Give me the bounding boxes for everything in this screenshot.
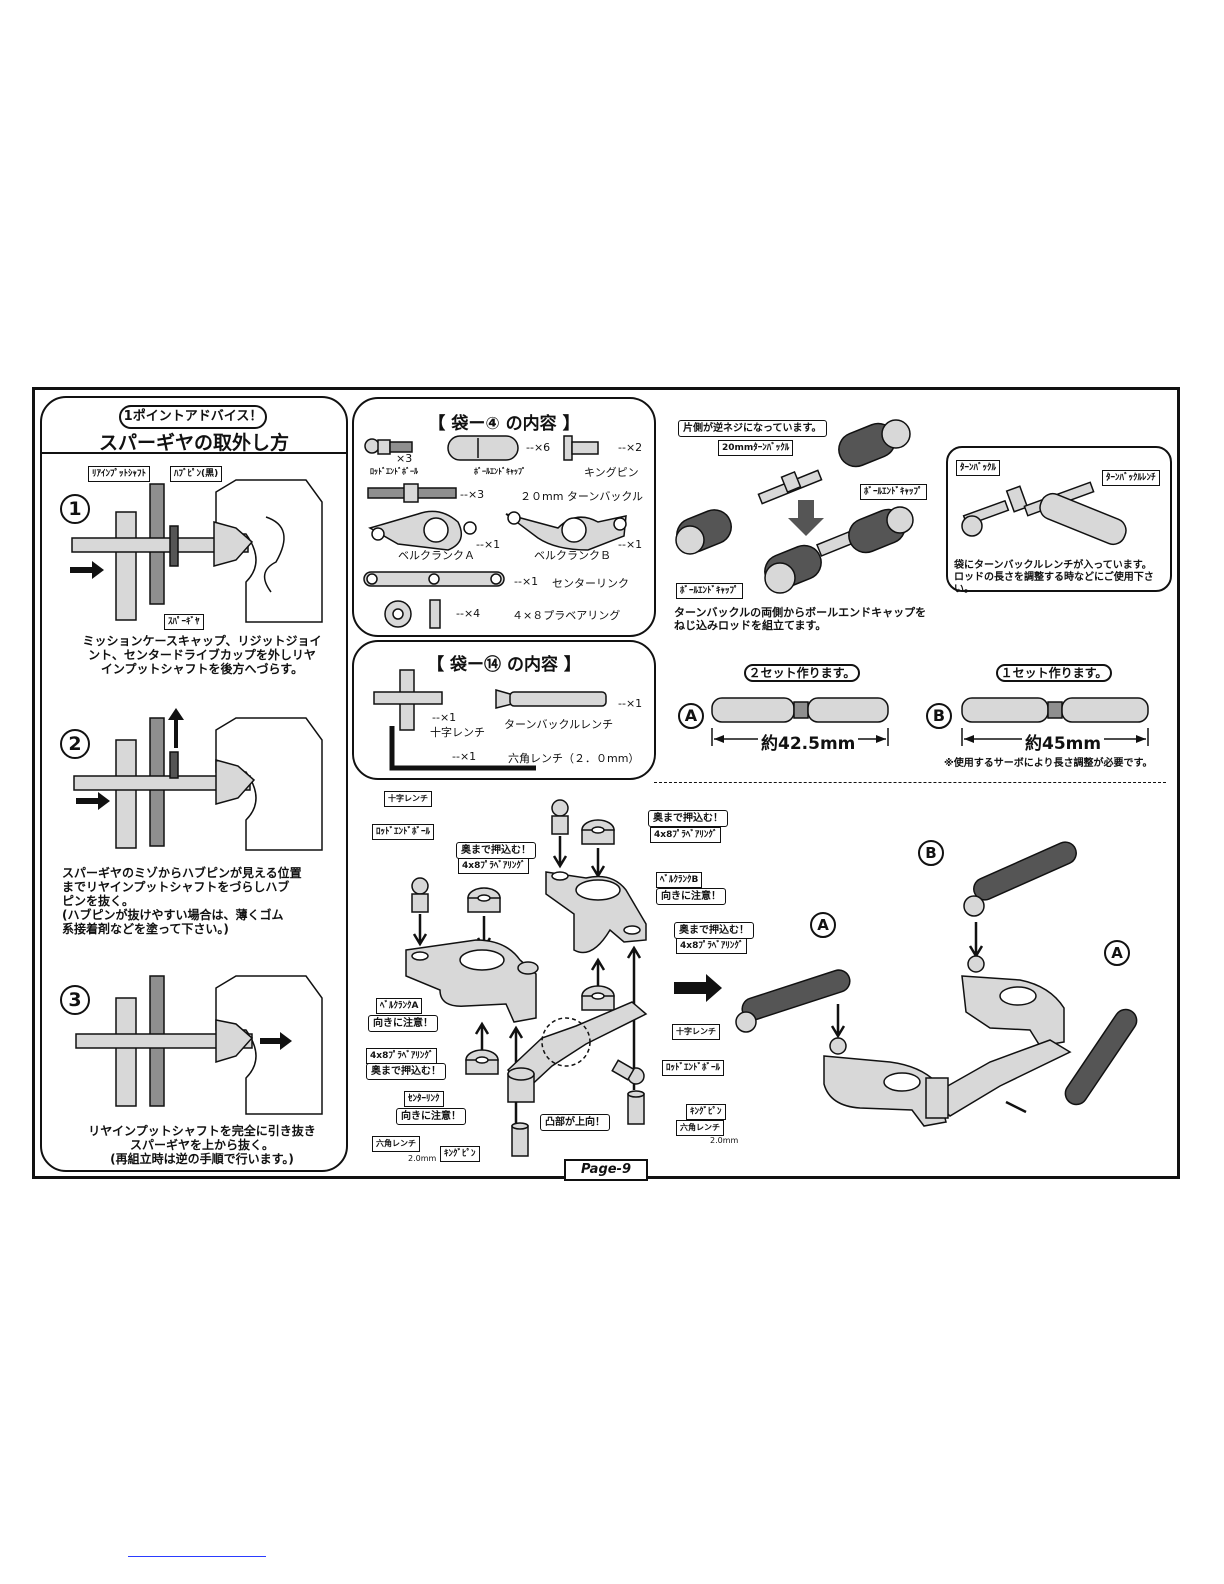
step-number: 2 xyxy=(60,729,90,759)
bag4-qty: --×6 xyxy=(526,441,551,454)
bag4-item-name: ２０mm ターンバックル xyxy=(520,490,644,503)
label-king-pin: ｷﾝｸﾞﾋﾟﾝ xyxy=(686,1104,726,1120)
bag4-qty: ×3 xyxy=(396,452,413,465)
bag4-qty: --×4 xyxy=(456,607,481,620)
bag4-item-name: ﾎﾞｰﾙｴﾝﾄﾞｷｬｯﾌﾟ xyxy=(474,467,526,476)
label-ball-end-cap: ﾎﾞｰﾙｴﾝﾄﾞｷｬｯﾌﾟ xyxy=(860,484,927,500)
page-number: Page-9 xyxy=(564,1159,648,1181)
rod-b-sets: １セット作ります。 xyxy=(996,664,1112,682)
step-text: スパーギヤのミゾからハブピンが見える位置 までリヤインプットシャフトをづらしハブ… xyxy=(62,866,302,936)
bag4-qty: --×1 xyxy=(618,538,643,551)
label-king-pin: ｷﾝｸﾞﾋﾟﾝ xyxy=(440,1146,480,1162)
advice-badge: 1ポイントアドバイス！ xyxy=(119,405,267,429)
label-hex-wrench: 六角レンチ xyxy=(372,1136,420,1152)
bag4-parts-illustration xyxy=(363,435,627,629)
label-bearing: 4x8ﾌﾟﾗﾍﾞｱﾘﾝｸﾞ xyxy=(366,1048,438,1064)
rod-a-marker: A xyxy=(1104,940,1130,966)
spur-gear-diagram-1 xyxy=(70,479,323,623)
step-number: 1 xyxy=(60,494,90,524)
bag14-panel xyxy=(352,640,656,780)
rod-b-marker: B xyxy=(918,840,944,866)
label-bellcrank-b: ﾍﾞﾙｸﾗﾝｸB xyxy=(656,872,703,888)
bag14-qty: --×1 xyxy=(618,697,643,710)
rod-b-illustration xyxy=(961,697,1149,746)
bellcrank-exploded-illustration xyxy=(405,799,722,1157)
label-cross-wrench: 十字レンチ xyxy=(384,791,432,807)
label-20mm-turnbuckle: 20mmﾀｰﾝﾊﾞｯｸﾙ xyxy=(718,440,794,456)
bag4-qty: --×2 xyxy=(618,441,643,454)
step-text: リヤインプットシャフトを完全に引き抜き スパーギヤを上から抜く。 (再組立時は逆… xyxy=(88,1124,316,1166)
label-push-in: 奥まで押込む！ xyxy=(648,810,728,827)
label-bearing: 4x8ﾌﾟﾗﾍﾞｱﾘﾝｸﾞ xyxy=(458,858,530,874)
label-hex-wrench: 六角レンチ xyxy=(676,1120,724,1136)
label-hex-size: 2.0mm xyxy=(408,1154,437,1163)
label-orientation: 向きに注意！ xyxy=(368,1015,438,1032)
label-convex-up: 凸部が上向！ xyxy=(540,1114,610,1131)
label-rod-end-ball: ﾛｯﾄﾞｴﾝﾄﾞﾎﾞｰﾙ xyxy=(372,824,435,840)
bag4-qty: --×3 xyxy=(460,488,485,501)
label-rod-end-ball: ﾛｯﾄﾞｴﾝﾄﾞﾎﾞｰﾙ xyxy=(662,1060,725,1076)
rod-a-letter: A xyxy=(678,703,704,729)
rod-length-note: ※使用するサーボにより長さ調整が必要です。 xyxy=(944,758,1153,769)
spur-gear-diagram-2 xyxy=(73,708,323,851)
turnbuckle-caption: ターンバックルの両側からボールエンドキャップを ねじ込みロッドを組立てます。 xyxy=(674,606,927,632)
bag14-qty: --×1 xyxy=(452,750,477,763)
bag4-item-name: ４×８プラベアリング xyxy=(512,609,621,622)
rod-a-illustration xyxy=(711,697,889,746)
turnbuckle-assembly-illustration xyxy=(675,419,914,594)
rod-b-letter: B xyxy=(926,703,952,729)
bag4-item-name: センターリンク xyxy=(552,577,629,590)
label-center-link: ｾﾝﾀｰﾘﾝｸ xyxy=(404,1091,444,1107)
bag14-item-name: 六角レンチ（２．０mm） xyxy=(508,752,640,765)
label-spur-gear: ｽﾊﾟｰｷﾞﾔ xyxy=(164,614,204,630)
label-ball-end-cap: ﾎﾞｰﾙｴﾝﾄﾞｷｬｯﾌﾟ xyxy=(676,583,743,599)
step-text: ミッションケースキャップ、リジットジョイ ント、センタードライブカップを外しリヤ… xyxy=(82,634,322,676)
bag14-item-name: ターンバックルレンチ xyxy=(504,718,614,731)
bag4-panel xyxy=(352,397,656,637)
bag4-qty: --×1 xyxy=(514,575,539,588)
label-push-in: 奥まで押込む！ xyxy=(366,1063,446,1080)
bag14-item-name: 十字レンチ xyxy=(430,726,485,739)
bag14-qty: --×1 xyxy=(432,711,457,724)
advice-panel xyxy=(40,396,348,1172)
wrench-tip-box xyxy=(946,446,1172,592)
label-rear-input-shaft: ﾘｱｲﾝﾌﾟｯﾄｼｬﾌﾄ xyxy=(88,466,151,482)
final-assembly-illustration xyxy=(735,841,1138,1127)
label-push-in: 奥まで押込む！ xyxy=(456,842,536,859)
spur-gear-diagram-3 xyxy=(75,975,323,1115)
bag4-item-name: ベルクランクＡ xyxy=(398,549,475,562)
bag4-item-name: ベルクランクＢ xyxy=(534,549,611,562)
rod-a-marker: A xyxy=(810,912,836,938)
label-hub-pin: ﾊﾌﾞﾋﾟﾝ(黒) xyxy=(170,466,223,482)
advice-divider xyxy=(41,452,347,454)
bag14-title: 【 袋ー⑭ の内容 】 xyxy=(427,655,581,675)
label-bellcrank-a: ﾍﾞﾙｸﾗﾝｸA xyxy=(376,998,423,1014)
footer-link-underline[interactable] xyxy=(128,1556,266,1557)
label-bearing: 4x8ﾌﾟﾗﾍﾞｱﾘﾝｸﾞ xyxy=(650,827,722,843)
bag4-title: 【 袋ー④ の内容 】 xyxy=(428,414,580,434)
label-hex-size: 2.0mm xyxy=(710,1136,739,1145)
label-turnbuckle-wrench: ﾀｰﾝﾊﾞｯｸﾙﾚﾝﾁ xyxy=(1102,470,1160,486)
bag4-item-name: ﾛｯﾄﾞｴﾝﾄﾞﾎﾞｰﾙ xyxy=(370,467,418,476)
step-number: 3 xyxy=(60,985,90,1015)
rod-a-length: 約42.5mm xyxy=(758,729,859,754)
label-orientation: 向きに注意！ xyxy=(396,1108,466,1125)
bag4-item-name: キングピン xyxy=(584,466,639,479)
wrench-tip-text: 袋にターンバックルレンチが入っています。 ロッドの長さを調整する時などにご使用下… xyxy=(954,560,1154,595)
label-cross-wrench: 十字レンチ xyxy=(672,1024,720,1040)
rod-b-length: 約45mm xyxy=(1022,729,1105,754)
advice-title: スパーギヤの取外し方 xyxy=(98,432,289,454)
section-divider xyxy=(654,782,1166,783)
bag14-tools-illustration xyxy=(373,669,607,771)
label-orientation: 向きに注意！ xyxy=(656,888,726,905)
bag4-qty: --×1 xyxy=(476,538,501,551)
rod-a-sets: ２セット作ります。 xyxy=(744,664,860,682)
turnbuckle-wrench-illustration xyxy=(961,481,1127,546)
label-reverse-thread: 片側が逆ネジになっています。 xyxy=(678,420,827,437)
label-turnbuckle: ﾀｰﾝﾊﾞｯｸﾙ xyxy=(956,460,1001,476)
label-bearing: 4x8ﾌﾟﾗﾍﾞｱﾘﾝｸﾞ xyxy=(676,938,748,954)
